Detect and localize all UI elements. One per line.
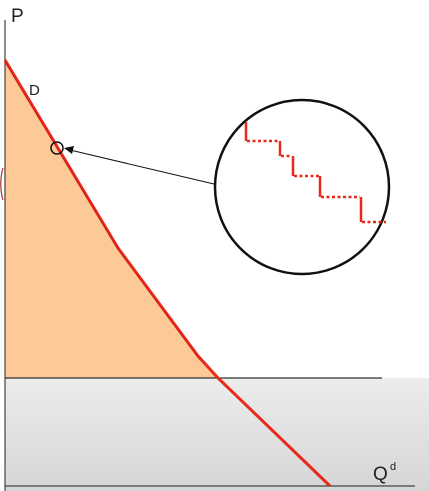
magnifier-circle — [213, 98, 391, 276]
demand-curve — [3, 59, 332, 488]
zoom-point-circle — [50, 141, 64, 155]
curve-label-d: D — [29, 82, 40, 99]
left-edge-mark — [0, 167, 4, 201]
x-axis-label: Q — [373, 464, 388, 485]
demand-curve-shadow — [4, 61, 201, 361]
step-function — [244, 122, 363, 222]
zoom-arrow-head — [64, 146, 74, 154]
zoom-arrow-line — [69, 149, 215, 185]
lower-shaded-band — [5, 378, 429, 491]
surplus-area — [5, 60, 218, 378]
step-treads — [247, 139, 386, 224]
y-axis-label: P — [11, 6, 24, 27]
x-axis-label-superscript: d — [390, 461, 396, 473]
